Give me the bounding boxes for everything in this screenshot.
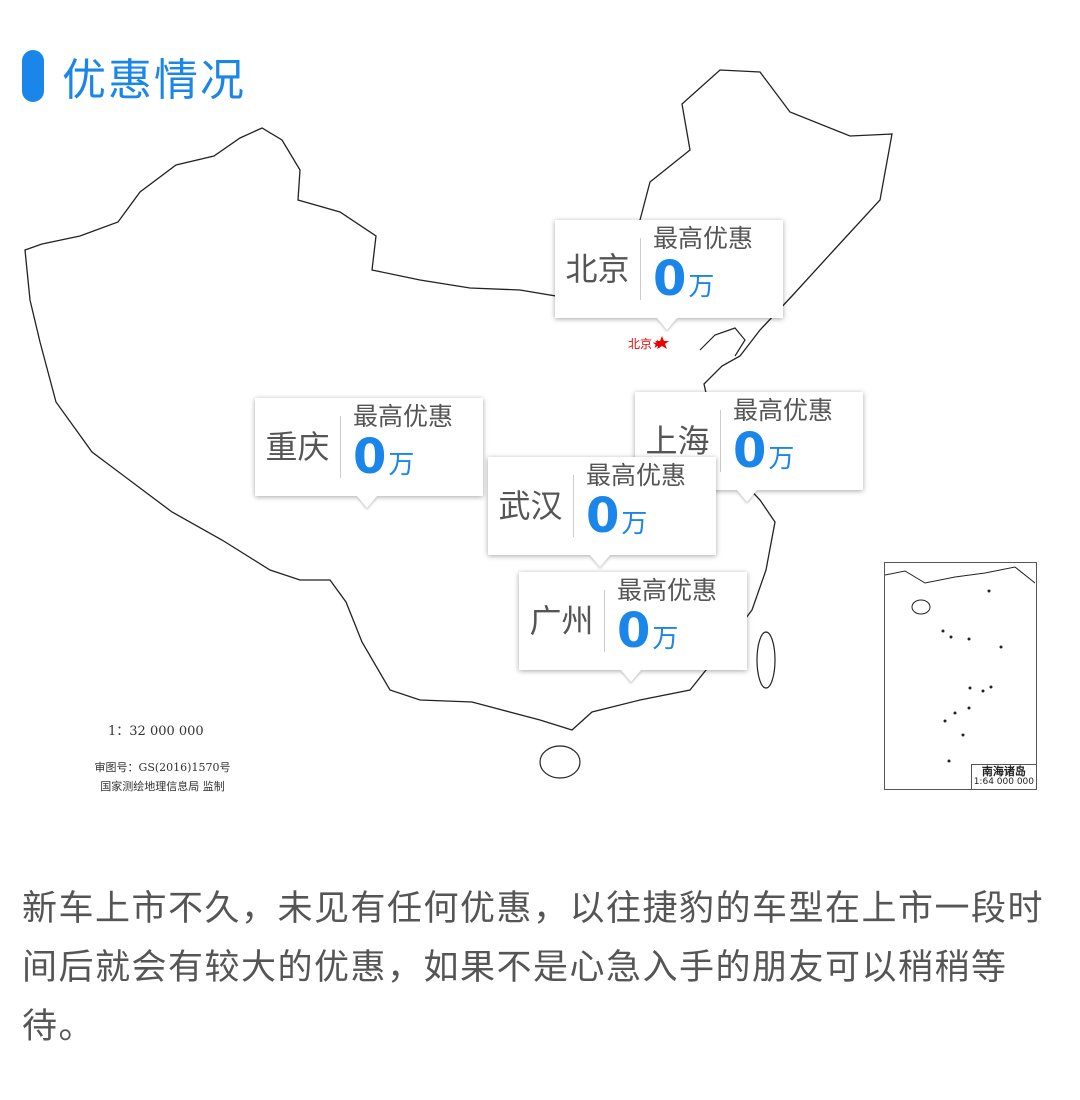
callout-chongqing: 重庆 最高优惠 0万 bbox=[255, 398, 483, 496]
callout-unit: 万 bbox=[768, 443, 795, 474]
callout-city: 北京 bbox=[555, 238, 641, 300]
callout-unit: 万 bbox=[652, 623, 679, 654]
callout-city: 广州 bbox=[519, 590, 605, 652]
bohai-coast bbox=[699, 327, 746, 357]
map-supervisor: 国家测绘地理信息局 监制 bbox=[100, 780, 225, 793]
callout-unit: 万 bbox=[621, 508, 648, 539]
approval-number: 审图号：GS(2016)1570号 bbox=[94, 761, 231, 774]
taiwan-island bbox=[756, 631, 776, 689]
callout-label: 最高优惠 bbox=[617, 575, 718, 605]
header-accent-bar bbox=[22, 50, 44, 102]
callout-value: 0 bbox=[353, 428, 387, 485]
map-scale: 1：32 000 000 bbox=[108, 724, 204, 739]
description-paragraph: 新车上市不久，未见有任何优惠，以往捷豹的车型在上市一段时间后就会有较大的优惠，如… bbox=[22, 889, 1045, 1047]
beijing-star bbox=[655, 336, 669, 349]
hainan-island bbox=[539, 745, 581, 779]
callout-beijing: 北京 最高优惠 0万 bbox=[555, 220, 783, 318]
china-outline bbox=[24, 69, 893, 731]
callout-label: 最高优惠 bbox=[586, 460, 687, 490]
callout-wuhan: 武汉 最高优惠 0万 bbox=[488, 457, 716, 555]
inset-title: 南海诸岛 bbox=[981, 765, 1026, 778]
south-china-sea-inset: 南海诸岛 1:64 000 000 bbox=[884, 562, 1037, 790]
callout-label: 最高优惠 bbox=[353, 401, 454, 431]
callout-value: 0 bbox=[653, 250, 687, 307]
callout-value: 0 bbox=[617, 602, 651, 659]
callout-guangzhou: 广州 最高优惠 0万 bbox=[519, 572, 747, 670]
inset-scale: 1:64 000 000 bbox=[973, 777, 1034, 787]
callout-label: 最高优惠 bbox=[733, 395, 834, 425]
callout-value: 0 bbox=[586, 487, 620, 544]
beijing-marker-label: 北京★ bbox=[628, 337, 663, 351]
callout-city: 重庆 bbox=[255, 416, 341, 478]
inset-label: 南海诸岛 1:64 000 000 bbox=[970, 764, 1036, 789]
china-map bbox=[24, 69, 893, 779]
callout-label: 最高优惠 bbox=[653, 223, 754, 253]
inset-map bbox=[884, 566, 1036, 763]
section-header: 优惠情况 bbox=[22, 44, 246, 108]
callout-city: 上海 bbox=[635, 410, 721, 472]
section-title: 优惠情况 bbox=[62, 55, 246, 106]
callout-unit: 万 bbox=[388, 449, 415, 480]
callout-value: 0 bbox=[733, 422, 767, 479]
callout-unit: 万 bbox=[688, 271, 715, 302]
map-approval: 审图号：GS(2016)1570号 国家测绘地理信息局 监制 bbox=[80, 758, 245, 796]
callout-city: 武汉 bbox=[488, 475, 574, 537]
